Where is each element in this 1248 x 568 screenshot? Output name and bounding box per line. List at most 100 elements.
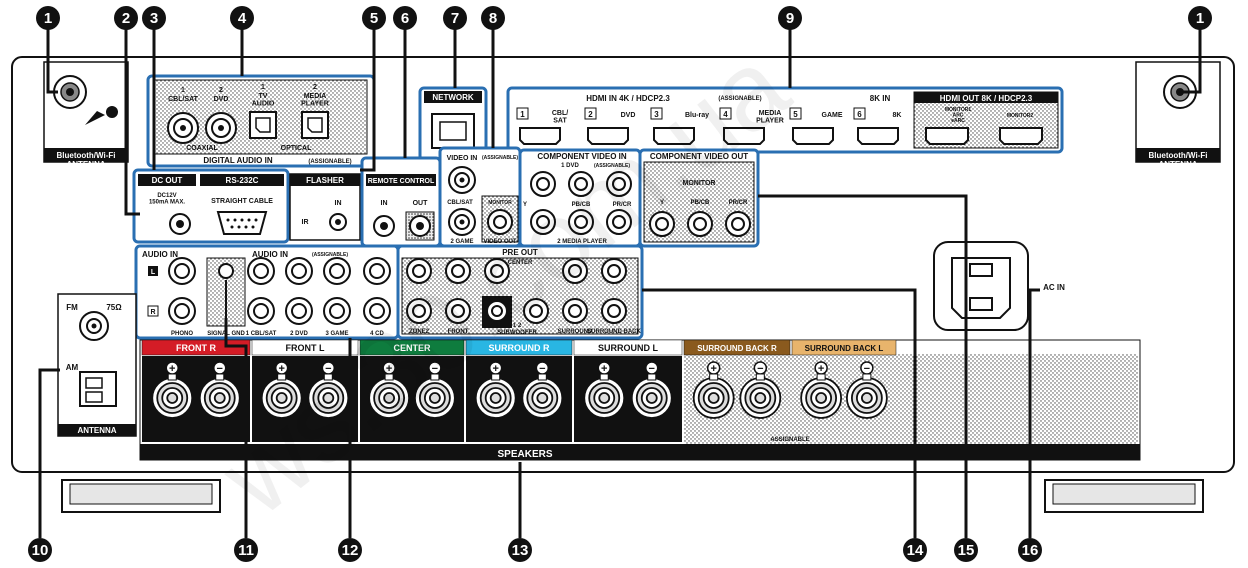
svg-text:6: 6 bbox=[401, 10, 409, 27]
component-in-section: COMPONENT VIDEO IN 1 DVD (ASSIGNABLE) Y … bbox=[518, 148, 642, 248]
svg-text:16: 16 bbox=[1022, 542, 1039, 559]
audio-in-assignable: (ASSIGNABLE) bbox=[312, 252, 348, 258]
audio-in-title: AUDIO IN bbox=[142, 250, 178, 259]
speaker-channel-label: FRONT L bbox=[286, 343, 325, 353]
network-label: NETWORK bbox=[432, 93, 474, 102]
svg-text:7: 7 bbox=[451, 10, 459, 27]
remote-title: REMOTE CONTROL bbox=[368, 178, 435, 185]
hdmi-5-num: 5 bbox=[793, 110, 798, 119]
fm-ohm-label: 75Ω bbox=[106, 303, 122, 312]
hdmi-input-numbers: 1 2 3 4 5 6 bbox=[516, 107, 866, 120]
audio-input-4: 4 CD bbox=[370, 331, 384, 337]
flasher-title: FLASHER bbox=[306, 176, 344, 185]
svg-text:15: 15 bbox=[958, 542, 975, 559]
hdmi-5-label: GAME bbox=[822, 112, 843, 119]
component-out-pb: PB/CB bbox=[691, 200, 710, 206]
speaker-channel-7: SURROUND BACK L+− bbox=[791, 339, 897, 419]
svg-text:+: + bbox=[710, 363, 716, 375]
svg-text:+: + bbox=[169, 363, 175, 375]
speaker-channel-1: FRONT R+− bbox=[141, 339, 251, 442]
component-in-pb: PB/CB bbox=[572, 202, 591, 208]
svg-text:+: + bbox=[278, 363, 284, 375]
callout-leaders bbox=[38, 28, 1202, 538]
hdmi-3-label: Blu-ray bbox=[685, 112, 709, 119]
speaker-channel-5: SURROUND L+− bbox=[573, 339, 683, 442]
component-in-pr: PR/CR bbox=[613, 202, 632, 208]
audio-in-assignable-title: AUDIO IN bbox=[252, 250, 288, 259]
callout-8: 8 bbox=[481, 6, 505, 30]
callout-12: 12 bbox=[338, 538, 362, 562]
pre-out-center: CENTER bbox=[508, 260, 533, 266]
callout-markers: 1 2 3 4 5 6 7 8 9 1 10 11 12 13 14 15 16 bbox=[28, 6, 1212, 562]
dc-out-title: DC OUT bbox=[152, 176, 183, 185]
callout-2: 2 bbox=[114, 6, 138, 30]
rs232c-title: RS-232C bbox=[226, 176, 259, 185]
hdmi-monitor2-label: MONITOR2 bbox=[1007, 113, 1034, 119]
speaker-channel-4: SURROUND R+− bbox=[465, 339, 573, 442]
coax-2-num: 2 bbox=[219, 87, 223, 94]
hdmi-1-label: CBL/SAT bbox=[552, 110, 568, 125]
speaker-channel-6: SURROUND BACK R+− bbox=[683, 339, 791, 419]
hdmi-ports bbox=[519, 127, 1043, 145]
component-out-monitor: MONITOR bbox=[683, 180, 716, 187]
svg-text:+: + bbox=[386, 363, 392, 375]
speaker-channel-label: SURROUND L bbox=[598, 343, 659, 353]
fm-am-section: FM 75Ω AM ANTENNA bbox=[57, 293, 137, 437]
video-in-section: VIDEO IN (ASSIGNABLE) CBL/SAT 2 GAME MON… bbox=[438, 146, 522, 248]
speakers-label: SPEAKERS bbox=[497, 449, 552, 460]
callout-15: 15 bbox=[954, 538, 978, 562]
svg-text:3: 3 bbox=[150, 10, 158, 27]
svg-text:12: 12 bbox=[342, 542, 359, 559]
svg-text:1: 1 bbox=[44, 10, 52, 27]
callout-3: 3 bbox=[142, 6, 166, 30]
component-out-pr: PR/CR bbox=[729, 200, 748, 206]
svg-text:+: + bbox=[492, 363, 498, 375]
audio-in-section: AUDIO IN AUDIO IN (ASSIGNABLE) L R PHONO… bbox=[134, 244, 400, 340]
hdmi-4-num: 4 bbox=[723, 110, 728, 119]
hdmi-8k-in-title: 8K IN bbox=[870, 94, 891, 103]
audio-input-1: 1 CBL/SAT bbox=[246, 331, 277, 337]
hdmi-6-label: 8K bbox=[893, 112, 902, 119]
digital-audio-in-title: DIGITAL AUDIO IN bbox=[203, 156, 272, 165]
callout-1-left: 1 bbox=[36, 6, 60, 30]
remote-out: OUT bbox=[413, 200, 429, 207]
am-antenna-label: ANTENNA bbox=[77, 426, 116, 435]
pre-out-subwoofer: SUBWOOFER bbox=[497, 330, 537, 336]
svg-text:1: 1 bbox=[1196, 10, 1204, 27]
video-in-assignable: (ASSIGNABLE) bbox=[482, 155, 518, 161]
pre-out-sub-nums: 1 2 bbox=[513, 323, 522, 329]
callout-11: 11 bbox=[234, 538, 258, 562]
svg-text:−: − bbox=[325, 363, 331, 375]
component-in-player: 2 MEDIA PLAYER bbox=[557, 239, 607, 245]
svg-text:+: + bbox=[818, 363, 824, 375]
hdmi-2-num: 2 bbox=[588, 110, 593, 119]
component-out-title: COMPONENT VIDEO OUT bbox=[650, 152, 748, 161]
component-out-y: Y bbox=[660, 200, 664, 206]
remote-control-section: REMOTE CONTROL IN OUT bbox=[360, 156, 442, 248]
audio-l-label: L bbox=[151, 269, 156, 276]
hdmi-in-title: HDMI IN 4K / HDCP2.3 bbox=[586, 94, 670, 103]
component-in-title: COMPONENT VIDEO IN bbox=[537, 152, 627, 161]
speakers-section: SPEAKERS ASSIGNABLE FRONT R+−FRONT L+−CE… bbox=[139, 339, 1141, 461]
pre-out-front: FRONT bbox=[448, 329, 469, 335]
component-in-assignable: (ASSIGNABLE) bbox=[594, 163, 630, 169]
callout-6: 6 bbox=[393, 6, 417, 30]
speaker-channels: FRONT R+−FRONT L+−CENTER+−SURROUND R+−SU… bbox=[141, 339, 897, 442]
svg-text:−: − bbox=[432, 363, 438, 375]
svg-text:−: − bbox=[539, 363, 545, 375]
phono-label: PHONO bbox=[171, 331, 193, 337]
video-out-label: VIDEO OUT bbox=[483, 239, 516, 245]
speaker-channel-label: CENTER bbox=[393, 343, 431, 353]
speaker-channel-3: CENTER+ − bbox=[359, 339, 465, 442]
optical-label: OPTICAL bbox=[281, 145, 312, 152]
feet bbox=[61, 479, 1204, 513]
digital-audio-assignable: (ASSIGNABLE) bbox=[308, 159, 351, 165]
